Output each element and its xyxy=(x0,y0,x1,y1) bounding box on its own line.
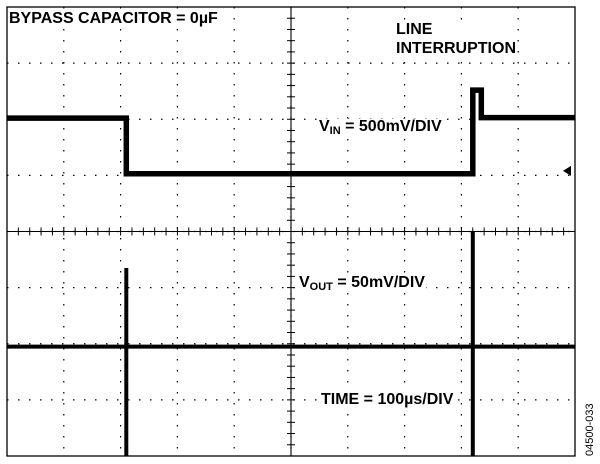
line-interruption-label: LINE INTERRUPTION xyxy=(396,22,516,57)
time-scale-label: TIME = 100µs/DIV xyxy=(320,391,455,408)
scope-graticule xyxy=(6,6,576,457)
chart-title: BYPASS CAPACITOR = 0µF xyxy=(8,10,219,27)
vout-scale-label: VOUT = 50mV/DIV xyxy=(298,275,426,293)
vout-name: V xyxy=(299,274,310,291)
scope-traces xyxy=(7,87,575,456)
figure-id: 04500-033 xyxy=(584,403,596,456)
vin-trace xyxy=(7,87,575,177)
vin-subscript: IN xyxy=(329,125,341,137)
annotation-line-1: LINE xyxy=(396,21,433,38)
vin-name: V xyxy=(319,118,330,135)
annotation-line-2: INTERRUPTION xyxy=(396,40,516,57)
vout-trace xyxy=(7,231,575,456)
vout-scale: = 50mV/DIV xyxy=(332,274,425,291)
vin-scale-label: VIN = 500mV/DIV xyxy=(318,119,443,137)
trigger-level-marker xyxy=(563,165,571,176)
vin-scale: = 500mV/DIV xyxy=(340,118,442,135)
vout-subscript: OUT xyxy=(309,281,333,293)
trigger-arrow xyxy=(563,165,571,176)
